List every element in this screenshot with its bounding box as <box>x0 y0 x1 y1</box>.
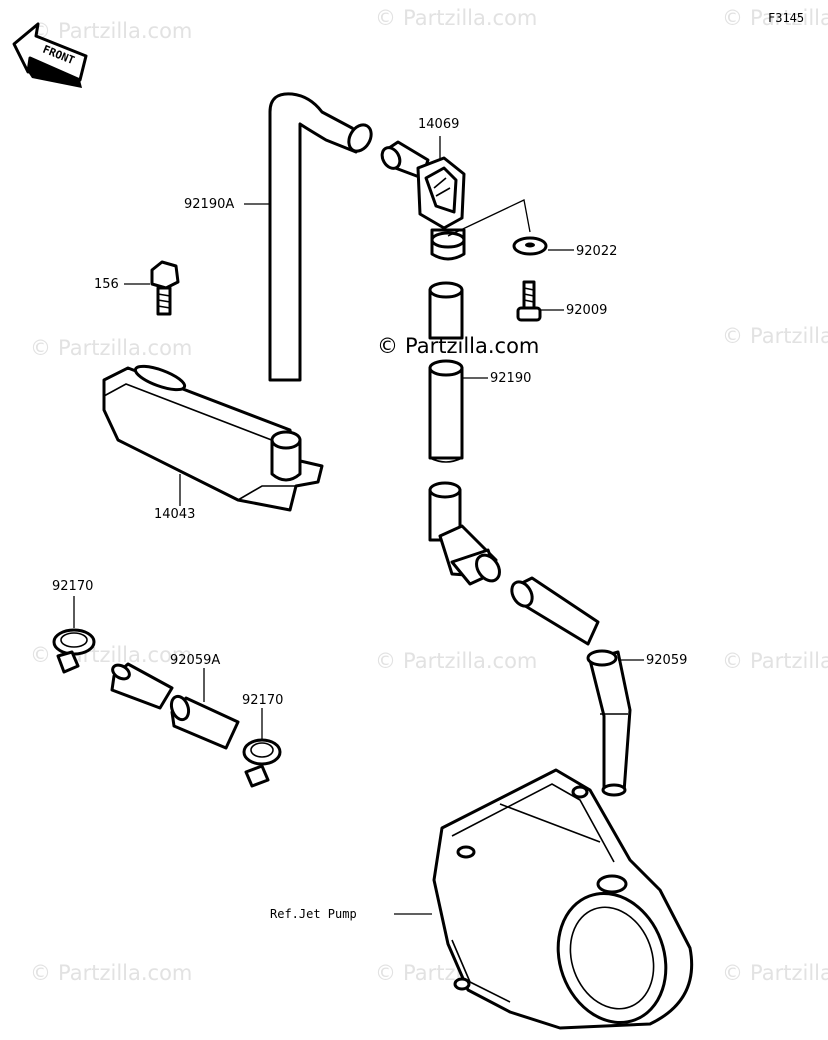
svg-text:©: © <box>722 649 743 673</box>
screw-92009 <box>516 280 542 322</box>
svg-text:Partzilla.com: Partzilla.com <box>405 334 539 358</box>
part-label-92059A: 92059A <box>170 653 220 668</box>
part-label-14069: 14069 <box>418 117 459 132</box>
part-label-92009: 92009 <box>566 303 607 318</box>
part-label-156: 156 <box>94 277 119 292</box>
clamp-92170-bottom <box>242 738 282 788</box>
washer-92022 <box>512 236 548 256</box>
hose-92190-upper <box>428 281 464 340</box>
svg-text:Partzilla.com: Partzilla.com <box>750 6 828 30</box>
watermark: © Partzilla.com <box>722 324 828 348</box>
hose-92190 <box>428 359 464 463</box>
svg-text:©: © <box>377 334 398 358</box>
hose-92059A-right <box>169 694 240 750</box>
part-label-14043: 14043 <box>154 507 195 522</box>
figure-code: F3145 <box>768 11 804 25</box>
hose-92059 <box>586 649 632 797</box>
hose-92059A-left <box>110 662 174 710</box>
part-label-92170-top: 92170 <box>52 579 93 594</box>
svg-text:Partzilla.com: Partzilla.com <box>750 324 828 348</box>
watermark: © Partzilla.com <box>30 19 192 43</box>
watermark: © Partzilla.com <box>722 649 828 673</box>
watermark: © Partzilla.com <box>30 961 192 985</box>
watermark: © Partzilla.com <box>722 961 828 985</box>
svg-text:Partzilla.com: Partzilla.com <box>58 336 192 360</box>
svg-text:Partzilla.com: Partzilla.com <box>58 19 192 43</box>
svg-text:©: © <box>375 961 396 985</box>
valve-14069 <box>380 140 466 261</box>
svg-text:Partzilla.com: Partzilla.com <box>58 961 192 985</box>
part-label-92059: 92059 <box>646 653 687 668</box>
svg-text:©: © <box>722 961 743 985</box>
hose-92190A <box>268 92 373 382</box>
hose-92059-upper <box>510 576 600 646</box>
part-label-92190: 92190 <box>490 371 531 386</box>
bracket-14043 <box>102 364 324 512</box>
svg-text:Partzilla.com: Partzilla.com <box>403 649 537 673</box>
svg-text:©: © <box>375 6 396 30</box>
elbow-fitting <box>428 481 501 586</box>
watermark: © Partzilla.com <box>722 6 828 30</box>
svg-text:Partzilla.com: Partzilla.com <box>750 961 828 985</box>
watermark: © Partzilla.com <box>375 649 537 673</box>
svg-text:Partzilla.com: Partzilla.com <box>403 6 537 30</box>
svg-text:©: © <box>375 649 396 673</box>
svg-text:©: © <box>30 336 51 360</box>
part-label-92022: 92022 <box>576 244 617 259</box>
part-label-92170-bottom: 92170 <box>242 693 283 708</box>
bolt-156 <box>150 260 180 316</box>
svg-text:©: © <box>30 961 51 985</box>
clamp-92170-top <box>52 628 96 674</box>
part-label-92190A: 92190A <box>184 197 234 212</box>
leader-valve-washer <box>447 199 531 237</box>
watermark: © Partzilla.com <box>30 336 192 360</box>
jet-pump <box>432 768 694 1030</box>
svg-text:©: © <box>30 643 51 667</box>
ref-jet-pump-label: Ref.Jet Pump <box>270 907 357 921</box>
svg-text:©: © <box>722 6 743 30</box>
svg-text:Partzilla.com: Partzilla.com <box>750 649 828 673</box>
svg-text:©: © <box>722 324 743 348</box>
center-watermark: © Partzilla.com <box>377 334 539 358</box>
watermark: © Partzilla.com <box>375 6 537 30</box>
